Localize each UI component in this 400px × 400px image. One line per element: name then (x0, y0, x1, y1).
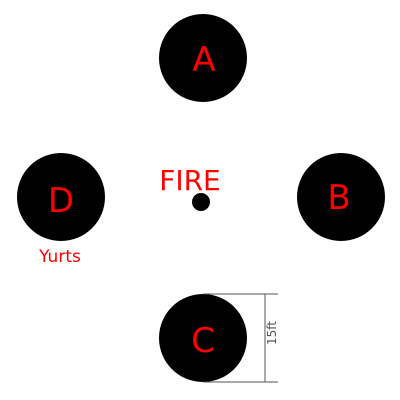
yurt-c-circle (159, 294, 247, 382)
yurt-b: B (297, 153, 385, 241)
yurt-a: A (159, 14, 247, 102)
fire: FIRE (159, 164, 221, 211)
yurt-a-circle (159, 14, 247, 102)
yurt-d-label: D (48, 181, 74, 221)
yurts-legend-label: Yurts (38, 247, 81, 267)
yurt-c-label: C (191, 321, 215, 361)
fire-label: FIRE (159, 164, 221, 197)
yurt-b-label: B (327, 178, 350, 218)
yurt-c: C (159, 294, 247, 382)
dimension-label: 15ft (265, 321, 279, 345)
yurt-d-circle (17, 153, 105, 241)
fire-pit (192, 193, 210, 211)
dimension-marker: 15ft (203, 293, 279, 383)
yurt-a-label: A (192, 40, 215, 80)
yurt-b-circle (297, 153, 385, 241)
yurt-d: D (17, 153, 105, 241)
